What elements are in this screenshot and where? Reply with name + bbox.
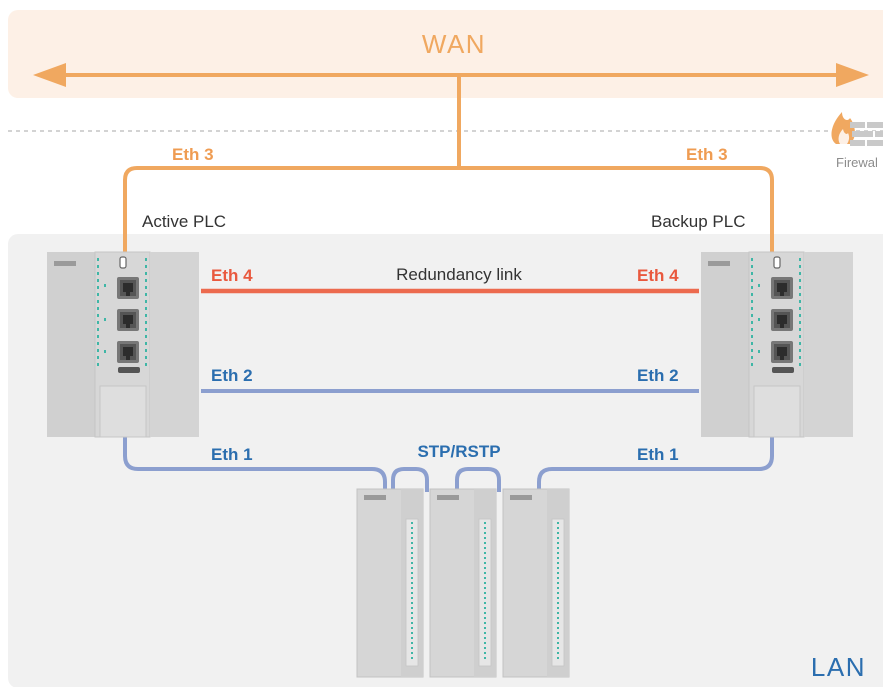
brand-logo-icon <box>708 261 730 266</box>
io-module-3 <box>502 488 570 678</box>
eth3-right-label: Eth 3 <box>686 145 728 164</box>
eth3-left-label: Eth 3 <box>172 145 214 164</box>
eth2-right-label: Eth 2 <box>637 366 679 385</box>
eth4-left-label: Eth 4 <box>211 266 253 285</box>
redundancy-label: Redundancy link <box>396 265 522 284</box>
eth3-link <box>123 75 774 252</box>
eth1-left-label: Eth 1 <box>211 445 253 464</box>
stp-label: STP/RSTP <box>417 442 500 461</box>
backup-plc-label: Backup PLC <box>651 212 746 231</box>
active-plc-label: Active PLC <box>142 212 226 231</box>
io-module-1 <box>356 488 424 678</box>
firewall-label: Firewal <box>836 155 878 170</box>
eth1-right-label: Eth 1 <box>637 445 679 464</box>
brand-logo-icon <box>437 495 459 500</box>
eth4-right-label: Eth 4 <box>637 266 679 285</box>
wan-label: WAN <box>422 29 486 59</box>
brand-logo-icon <box>510 495 532 500</box>
eth1-ring <box>123 437 774 492</box>
brand-logo-icon <box>54 261 76 266</box>
active-plc <box>47 251 199 438</box>
lan-zone <box>8 234 883 687</box>
lan-label: LAN <box>811 652 866 682</box>
firewall-icon <box>831 112 883 146</box>
backup-plc <box>701 251 853 438</box>
wan-arrow <box>33 63 869 87</box>
eth2-left-label: Eth 2 <box>211 366 253 385</box>
io-module-2 <box>429 488 497 678</box>
brand-logo-icon <box>364 495 386 500</box>
